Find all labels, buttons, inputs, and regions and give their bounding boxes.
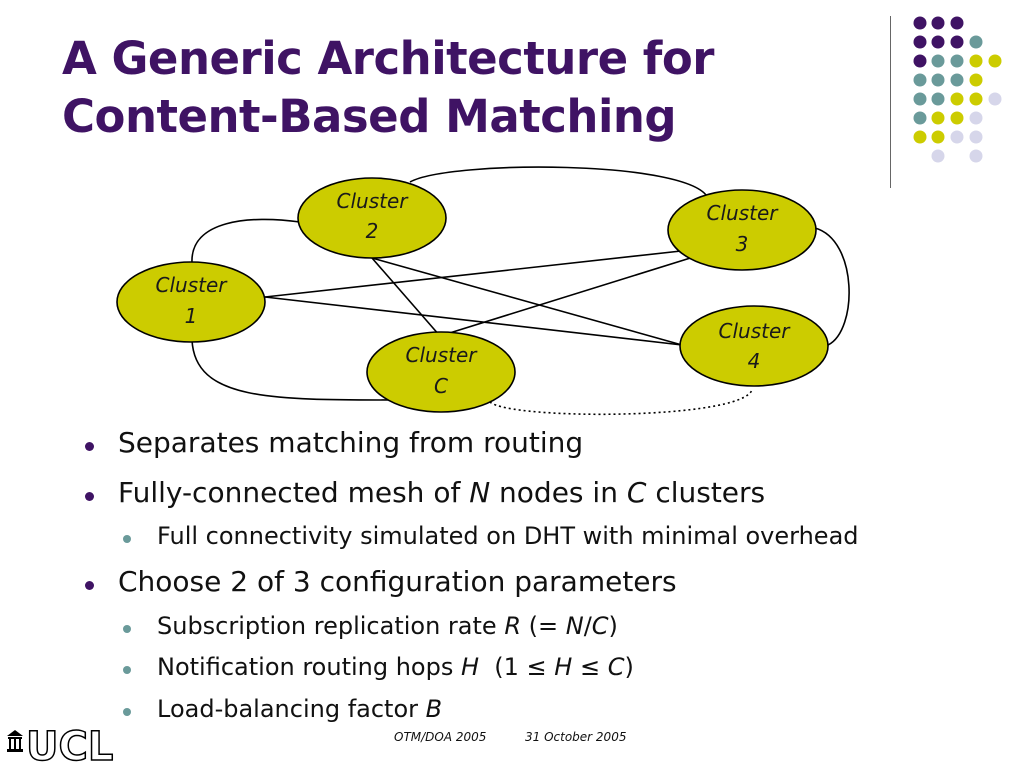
decor-dot [969, 92, 983, 106]
cluster-node-2-label: Cluster [337, 189, 410, 213]
decorative-divider [890, 16, 891, 188]
bullet-separates-matching: Separates matching from routing [118, 426, 584, 459]
ucl-logo-text: UCL [26, 724, 113, 764]
decor-dot [913, 92, 927, 106]
cluster-node-4-label: Cluster [719, 319, 792, 343]
cluster-node-1-label: Cluster [156, 273, 229, 297]
sub-bullet-icon [123, 666, 131, 674]
footer-date: 31 October 2005 [525, 730, 627, 744]
sub-bullet-icon [123, 708, 131, 716]
decor-dot [931, 54, 945, 68]
link-cc-c3 [439, 254, 701, 337]
link-c2-c3 [409, 166, 709, 199]
footer-conference: OTM/DOA 2005 [394, 730, 487, 744]
decor-dot [913, 130, 927, 144]
decor-dot [950, 16, 964, 30]
cluster-node-c: Cluster C [366, 331, 516, 413]
decor-dot [931, 73, 945, 87]
cluster-node-2-number: 2 [366, 219, 379, 243]
decor-dot [931, 149, 945, 163]
decor-dot [969, 111, 983, 125]
link-c1-c4 [264, 296, 683, 346]
decorative-dot-grid [913, 16, 1002, 163]
decor-dot [931, 130, 945, 144]
bullet-choose-parameters: Choose 2 of 3 configuration parameters [118, 565, 677, 598]
decor-dot [913, 73, 927, 87]
decor-dot [950, 54, 964, 68]
cluster-node-3-number: 3 [736, 232, 749, 256]
decor-dot [950, 73, 964, 87]
decor-dot [931, 16, 945, 30]
sub-bullet-icon [123, 535, 131, 543]
cluster-node-4-number: 4 [748, 349, 761, 373]
link-c1-c2 [191, 218, 301, 264]
sub-bullet-icon [123, 625, 131, 633]
bullet-fully-connected: Fully-connected mesh of N nodes in C clu… [118, 476, 766, 509]
slide-title: A Generic Architecture for Content-Based… [62, 30, 862, 146]
decor-dot [913, 54, 927, 68]
ucl-portico-icon [7, 730, 23, 752]
cluster-diagram: Cluster 1 Cluster 2 Cluster 3 Cluster 4 … [116, 166, 850, 416]
link-c1-cc [191, 339, 396, 401]
decor-dot [913, 35, 927, 49]
slide-title-line-1: A Generic Architecture for [62, 32, 714, 85]
cluster-node-c-number: C [434, 374, 448, 398]
bullet-icon [85, 442, 94, 451]
decor-dot [969, 149, 983, 163]
cluster-node-1-number: 1 [185, 304, 198, 328]
cluster-node-2: Cluster 2 [297, 177, 447, 259]
cluster-node-3-label: Cluster [707, 201, 780, 225]
sub-bullet-replication-rate: Subscription replication rate R (= N/C) [157, 612, 618, 640]
decor-dot [913, 111, 927, 125]
link-c2-cc [371, 257, 441, 337]
bullet-icon [85, 492, 94, 501]
decor-dot [969, 35, 983, 49]
cluster-node-4: Cluster 4 [679, 305, 829, 387]
decor-dot [950, 130, 964, 144]
link-c3-c4 [814, 227, 850, 346]
decor-dot [969, 130, 983, 144]
sub-bullet-load-balancing: Load-balancing factor B [157, 695, 443, 723]
link-cc-c4-dotted [489, 389, 753, 416]
cluster-node-c-label: Cluster [406, 343, 479, 367]
cluster-node-3: Cluster 3 [667, 189, 817, 271]
decor-dot [950, 35, 964, 49]
decor-dot [931, 35, 945, 49]
sub-bullet-full-connectivity: Full connectivity simulated on DHT with … [157, 522, 859, 550]
decor-dot [931, 111, 945, 125]
cluster-node-1: Cluster 1 [116, 261, 266, 343]
decor-dot [969, 54, 983, 68]
decor-dot [950, 111, 964, 125]
decor-dot [969, 73, 983, 87]
link-c2-c4 [371, 257, 683, 346]
decor-dot [913, 16, 927, 30]
decor-dot [950, 92, 964, 106]
slide-title-line-2: Content-Based Matching [62, 90, 677, 143]
bullet-icon [85, 581, 94, 590]
ucl-logo: UCL [7, 724, 114, 764]
link-c1-c3 [264, 249, 691, 298]
decor-dot [988, 92, 1002, 106]
decor-dot [988, 54, 1002, 68]
sub-bullet-routing-hops: Notification routing hops H (1 ≤ H ≤ C) [157, 653, 634, 681]
decor-dot [931, 92, 945, 106]
